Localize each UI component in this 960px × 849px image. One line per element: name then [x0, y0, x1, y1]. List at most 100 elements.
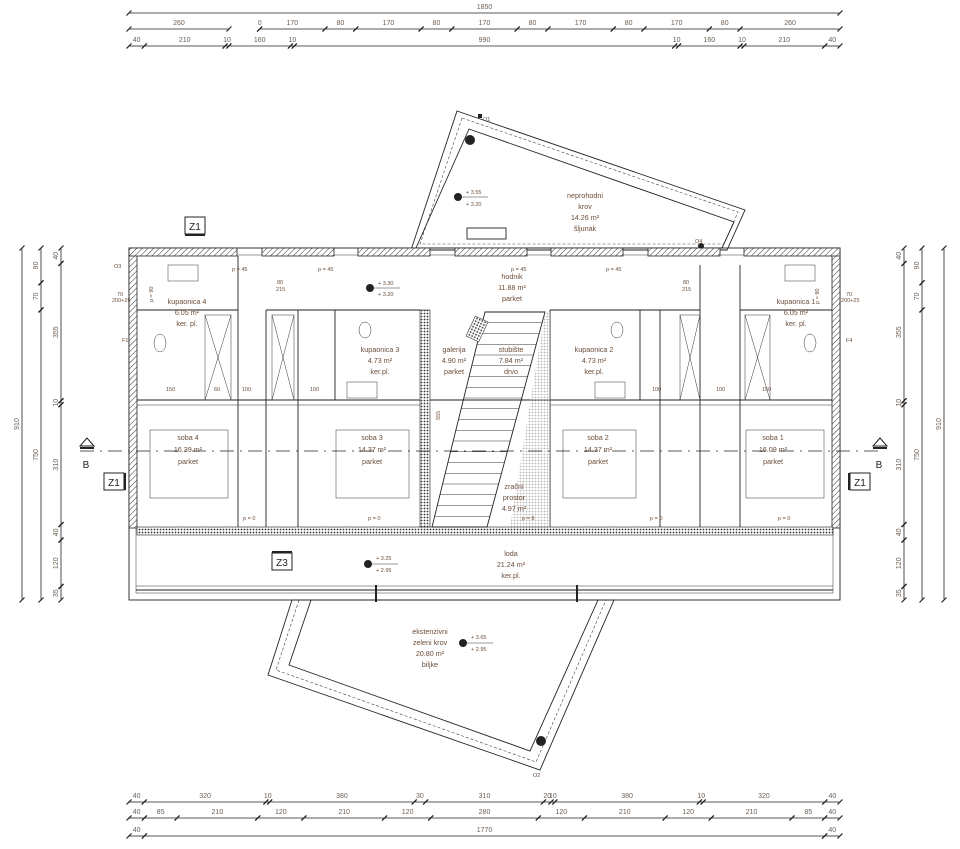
dimension-label: 910	[14, 418, 21, 430]
svg-text:+ 3.55: + 3.55	[466, 190, 481, 196]
dimension-tick	[287, 43, 294, 49]
dimension-tick	[641, 26, 647, 32]
dimension-tick	[544, 26, 551, 32]
dimension-label: 20	[543, 793, 551, 800]
tag-z1-right: Z1	[854, 478, 866, 489]
dimension-tick	[901, 583, 907, 590]
dimension-label: 0	[258, 20, 262, 27]
dimension-tick	[837, 833, 843, 839]
parapet-note: p = 45	[318, 267, 333, 273]
tag-o2: O2	[533, 773, 540, 779]
dimension-tick	[38, 245, 44, 251]
parapet-note: p = 0	[243, 516, 255, 522]
dimension-label: 750	[914, 449, 921, 461]
dimension-label: 80	[721, 20, 729, 27]
dimension-tick	[789, 815, 795, 821]
inner-dim: 100	[716, 387, 725, 393]
dimension-label: 310	[896, 459, 903, 471]
window-width: 70	[117, 292, 123, 298]
dimension-tick	[901, 597, 907, 603]
dimension-tick	[696, 799, 703, 805]
dimension-tick	[581, 815, 588, 821]
dimension-label: 170	[575, 20, 587, 27]
dimension-tick	[662, 815, 669, 821]
dimension-label: 120	[53, 557, 60, 569]
dimension-label: 10	[697, 793, 705, 800]
window-height: 200+25	[841, 298, 860, 304]
dimension-tick	[126, 26, 132, 32]
dimension-tick	[126, 815, 132, 821]
drain-icon	[536, 736, 546, 746]
dimension-tick	[540, 799, 547, 805]
window-width: 70	[846, 292, 852, 298]
section-label-right: B	[876, 460, 883, 471]
dimension-tick	[901, 260, 907, 267]
dimension-label: 40	[133, 827, 141, 834]
dimension-tick	[837, 10, 843, 16]
dimension-tick	[411, 799, 418, 805]
dimension-tick	[58, 245, 64, 251]
dimension-tick	[256, 26, 263, 32]
tag-o4: O4	[695, 239, 702, 245]
door-height: 215	[276, 287, 285, 293]
dimension-label: 10	[738, 37, 746, 44]
dimension-tick	[422, 799, 429, 805]
tag-z3: Z3	[276, 558, 288, 569]
svg-text:+ 3.20: + 3.20	[466, 202, 481, 208]
dimension-tick	[38, 279, 44, 286]
dimension-tick	[300, 815, 307, 821]
parapet-note: p = 0	[778, 516, 790, 522]
parapet-note: p = 45	[232, 267, 247, 273]
parapet-note: p = 90	[149, 287, 155, 302]
dimension-label: 85	[804, 809, 812, 816]
tag-o3: O3	[114, 264, 121, 270]
dimension-tick	[901, 521, 907, 528]
dimension-tick	[58, 597, 64, 603]
dimension-label: 310	[479, 793, 491, 800]
tag-f1: F1	[122, 338, 128, 344]
dimension-tick	[941, 597, 947, 603]
dimension-label: 10	[896, 399, 903, 407]
dimension-label: 80	[336, 20, 344, 27]
dimension-label: 40	[828, 827, 836, 834]
svg-text:+ 3.20: + 3.20	[378, 292, 393, 298]
dimension-label: 170	[383, 20, 395, 27]
dimension-label: 40	[133, 793, 141, 800]
dimension-tick	[737, 43, 743, 49]
dimension-label: 40	[133, 37, 141, 44]
dimension-label: 90	[914, 261, 921, 269]
parapet-note: p = 0	[368, 516, 380, 522]
dimension-label: 355	[53, 326, 60, 338]
dimension-label: 40	[828, 37, 836, 44]
parapet-note: p = 0	[650, 516, 662, 522]
staircase	[434, 322, 543, 517]
dimension-tick	[58, 583, 64, 590]
dimension-tick	[837, 26, 843, 32]
building-walls	[128, 247, 841, 602]
inner-dim: 100	[310, 387, 319, 393]
dimension-label: 30	[416, 793, 424, 800]
svg-text:+ 3.65: + 3.65	[471, 635, 486, 641]
dimension-tick	[381, 815, 388, 821]
dimension-label: 380	[621, 793, 633, 800]
dimension-label: 170	[479, 20, 491, 27]
door-width: 80	[683, 280, 689, 286]
dimension-label: 40	[828, 793, 836, 800]
dimension-label: 210	[619, 809, 631, 816]
dimension-label: 170	[286, 20, 298, 27]
dimension-label: 160	[703, 37, 715, 44]
dimension-tick	[58, 260, 64, 267]
dimension-tick	[837, 799, 843, 805]
dimension-label: 120	[275, 809, 287, 816]
south-roof	[267, 599, 615, 771]
dimension-tick	[141, 799, 148, 805]
dimension-tick	[675, 43, 682, 49]
dimension-tick	[226, 26, 232, 32]
